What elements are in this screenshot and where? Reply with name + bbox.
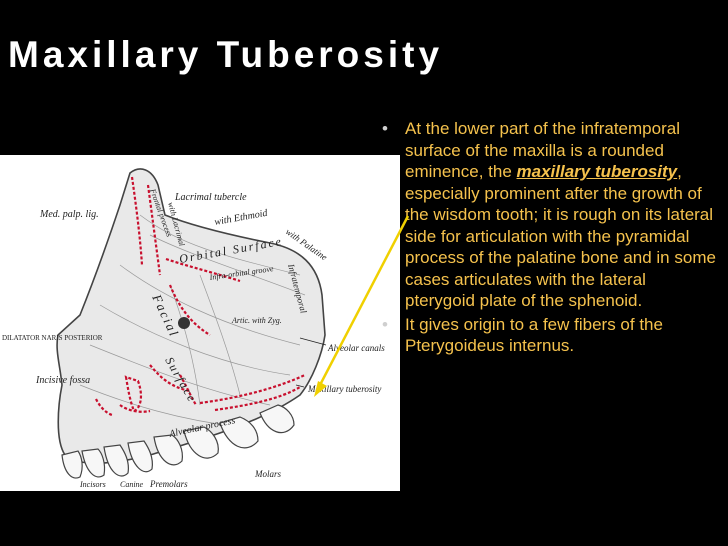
label-canine: Canine <box>120 480 144 489</box>
bullet-item-2: • It gives origin to a few fibers of the… <box>370 314 720 357</box>
bullet-dot-icon: • <box>382 119 388 138</box>
tuberosity-pointer <box>295 384 305 388</box>
teeth <box>61 404 295 479</box>
bullet-dot-icon: • <box>382 314 388 334</box>
slide-title: Maxillary Tuberosity <box>8 34 444 75</box>
bullet-1-text-after: , especially prominent after the growth … <box>405 162 716 310</box>
muscle-attachments <box>95 176 306 417</box>
bullet-item-1: • At the lower part of the infratemporal… <box>370 118 720 312</box>
label-incisive-fossa: Incisive fossa <box>35 375 90 386</box>
bullet-1-keyword: maxillary tuberosity <box>516 162 678 181</box>
bullet-list: • At the lower part of the infratemporal… <box>370 118 720 359</box>
maxilla-drawing: Lacrimal tubercle Frontal process with L… <box>2 168 385 489</box>
label-molars: Molars <box>254 469 282 479</box>
label-incisors: Incisors <box>79 480 106 489</box>
label-lacrimal-tubercle: Lacrimal tubercle <box>174 192 247 203</box>
bone-shading <box>79 214 306 428</box>
label-artic-with-zyg: Artic. with Zyg. <box>231 316 282 325</box>
maxilla-illustration: Lacrimal tubercle Frontal process with L… <box>0 155 400 491</box>
label-with-ethmoid: with Ethmoid <box>214 208 270 228</box>
bullet-2-text: It gives origin to a few fibers of the P… <box>405 314 663 356</box>
bullet-1-text-before: At the lower part of the infratemporal s… <box>405 119 680 181</box>
label-maxillary-tuberosity: Maxillary tuberosity <box>307 384 381 394</box>
label-med-palp-lig: Med. palp. lig. <box>39 209 99 220</box>
label-premolars: Premolars <box>149 479 188 489</box>
label-dilatator: DILATATOR NARIS POSTERIOR <box>2 334 103 342</box>
infraorbital-foramen <box>178 317 190 329</box>
